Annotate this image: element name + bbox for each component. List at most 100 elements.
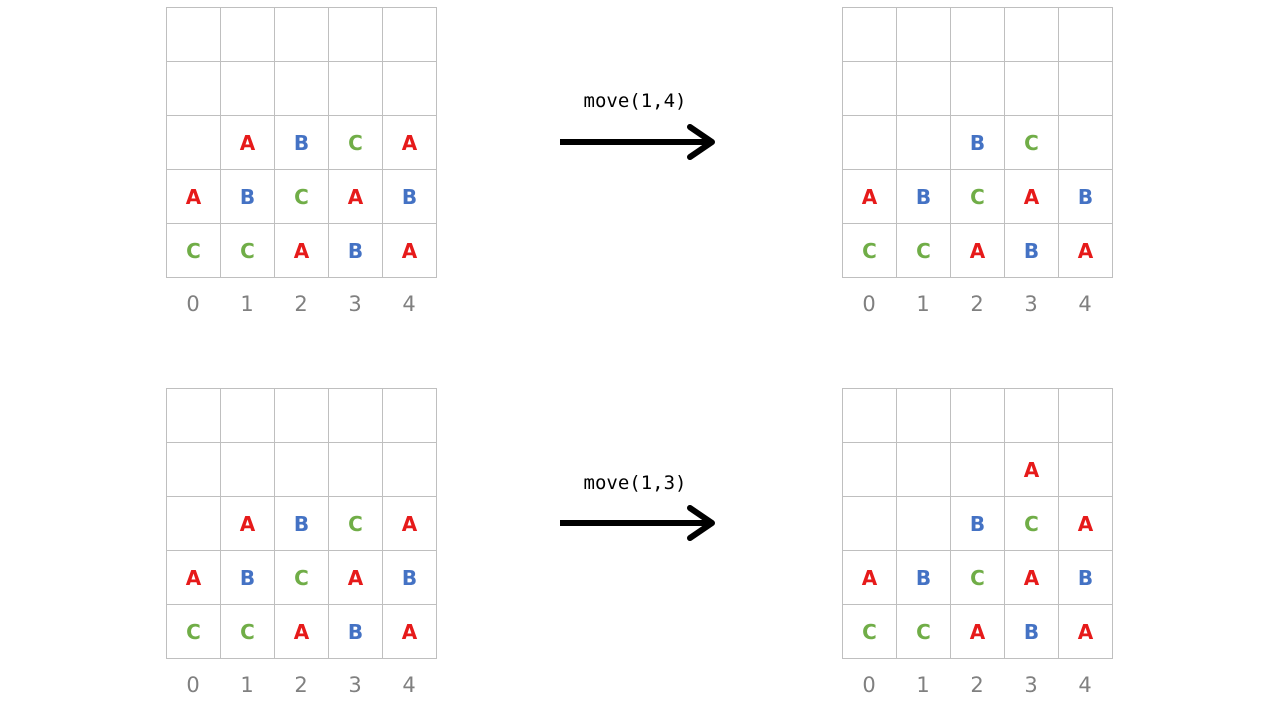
empty-cell — [167, 62, 221, 116]
empty-cell — [843, 497, 897, 551]
empty-cell — [843, 389, 897, 443]
empty-cell — [1005, 389, 1059, 443]
cell-a: A — [1005, 443, 1059, 497]
column-index-label: 3 — [348, 673, 362, 697]
operation-label-bottom: move(1,3) — [583, 472, 687, 494]
empty-cell — [843, 443, 897, 497]
cell-c: C — [329, 116, 383, 170]
cell-a: A — [843, 170, 897, 224]
column-index-label: 4 — [402, 673, 416, 697]
cell-c: C — [221, 605, 275, 659]
cell-a: A — [1005, 170, 1059, 224]
empty-cell — [275, 8, 329, 62]
empty-cell — [897, 389, 951, 443]
cell-c: C — [951, 551, 1005, 605]
empty-cell — [383, 8, 437, 62]
cell-a: A — [1059, 605, 1113, 659]
column-index-label: 2 — [294, 673, 308, 697]
cell-a: A — [1059, 497, 1113, 551]
column-index-label: 3 — [1024, 292, 1038, 316]
empty-cell — [1005, 8, 1059, 62]
empty-cell — [951, 389, 1005, 443]
cell-a: A — [329, 551, 383, 605]
empty-cell — [275, 62, 329, 116]
column-index-label: 0 — [186, 673, 200, 697]
cell-a: A — [167, 170, 221, 224]
column-index-label: 4 — [1078, 673, 1092, 697]
empty-cell — [1059, 443, 1113, 497]
cell-a: A — [1059, 224, 1113, 278]
cell-a: A — [951, 605, 1005, 659]
cell-b: B — [1005, 605, 1059, 659]
cell-b: B — [383, 551, 437, 605]
empty-cell — [275, 389, 329, 443]
cell-c: C — [843, 605, 897, 659]
cell-b: B — [383, 170, 437, 224]
cell-b: B — [951, 116, 1005, 170]
empty-cell — [843, 116, 897, 170]
cell-c: C — [897, 605, 951, 659]
cell-a: A — [843, 551, 897, 605]
empty-cell — [1059, 8, 1113, 62]
cell-c: C — [329, 497, 383, 551]
empty-cell — [897, 62, 951, 116]
cell-c: C — [1005, 497, 1059, 551]
empty-cell — [1059, 116, 1113, 170]
column-index-label: 4 — [1078, 292, 1092, 316]
empty-cell — [843, 62, 897, 116]
empty-cell — [897, 497, 951, 551]
cell-a: A — [383, 605, 437, 659]
empty-cell — [221, 443, 275, 497]
column-index-label: 3 — [348, 292, 362, 316]
cell-a: A — [275, 224, 329, 278]
cell-a: A — [383, 224, 437, 278]
empty-cell — [329, 8, 383, 62]
cell-b: B — [221, 170, 275, 224]
column-index-label: 1 — [916, 292, 930, 316]
cell-a: A — [383, 116, 437, 170]
empty-cell — [897, 8, 951, 62]
cell-c: C — [221, 224, 275, 278]
empty-cell — [329, 62, 383, 116]
empty-cell — [221, 8, 275, 62]
cell-a: A — [275, 605, 329, 659]
cell-c: C — [1005, 116, 1059, 170]
column-index-label: 0 — [862, 673, 876, 697]
cell-a: A — [383, 497, 437, 551]
cell-b: B — [329, 605, 383, 659]
empty-cell — [1059, 389, 1113, 443]
empty-cell — [167, 8, 221, 62]
empty-cell — [383, 389, 437, 443]
cell-a: A — [329, 170, 383, 224]
empty-cell — [951, 8, 1005, 62]
column-index-label: 2 — [294, 292, 308, 316]
right-arrow-icon — [560, 505, 715, 541]
column-axis-top-right: 0 1 2 3 4 — [842, 289, 1112, 319]
empty-cell — [329, 443, 383, 497]
empty-cell — [221, 389, 275, 443]
cell-b: B — [897, 170, 951, 224]
cell-b: B — [951, 497, 1005, 551]
column-index-label: 1 — [240, 292, 254, 316]
right-arrow-icon — [560, 124, 715, 160]
column-index-label: 1 — [916, 673, 930, 697]
cell-c: C — [275, 551, 329, 605]
cell-c: C — [843, 224, 897, 278]
cell-b: B — [221, 551, 275, 605]
empty-cell — [275, 443, 329, 497]
empty-cell — [1059, 62, 1113, 116]
empty-cell — [383, 62, 437, 116]
cell-b: B — [1005, 224, 1059, 278]
empty-cell — [897, 116, 951, 170]
cell-b: B — [1059, 170, 1113, 224]
cell-b: B — [275, 116, 329, 170]
empty-cell — [951, 62, 1005, 116]
empty-cell — [167, 497, 221, 551]
column-index-label: 0 — [862, 292, 876, 316]
column-index-label: 2 — [970, 292, 984, 316]
empty-cell — [951, 443, 1005, 497]
